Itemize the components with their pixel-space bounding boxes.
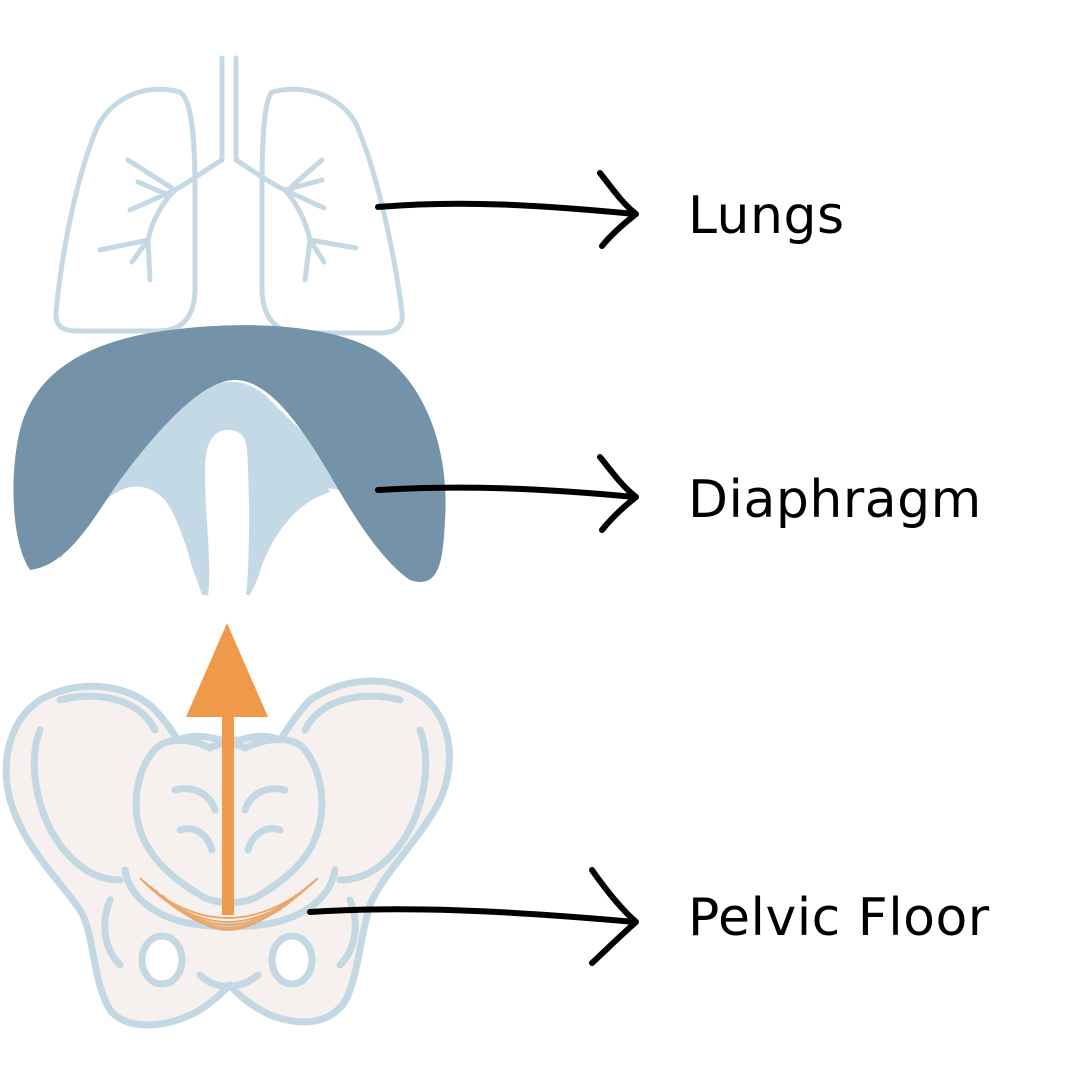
upward-arrow-icon <box>186 623 268 915</box>
pointer-arrow-icon <box>375 454 639 533</box>
diaphragm-icon <box>13 325 446 596</box>
pelvic-floor-muscle <box>139 877 319 932</box>
lungs-icon <box>53 55 405 336</box>
pointer-arrow-icon <box>375 170 639 249</box>
lungs-label: Lungs <box>688 186 845 246</box>
pointer-arrow-icon <box>307 867 639 966</box>
pelvic-floor-label: Pelvic Floor <box>688 888 990 948</box>
diaphragm-label: Diaphragm <box>688 470 982 530</box>
